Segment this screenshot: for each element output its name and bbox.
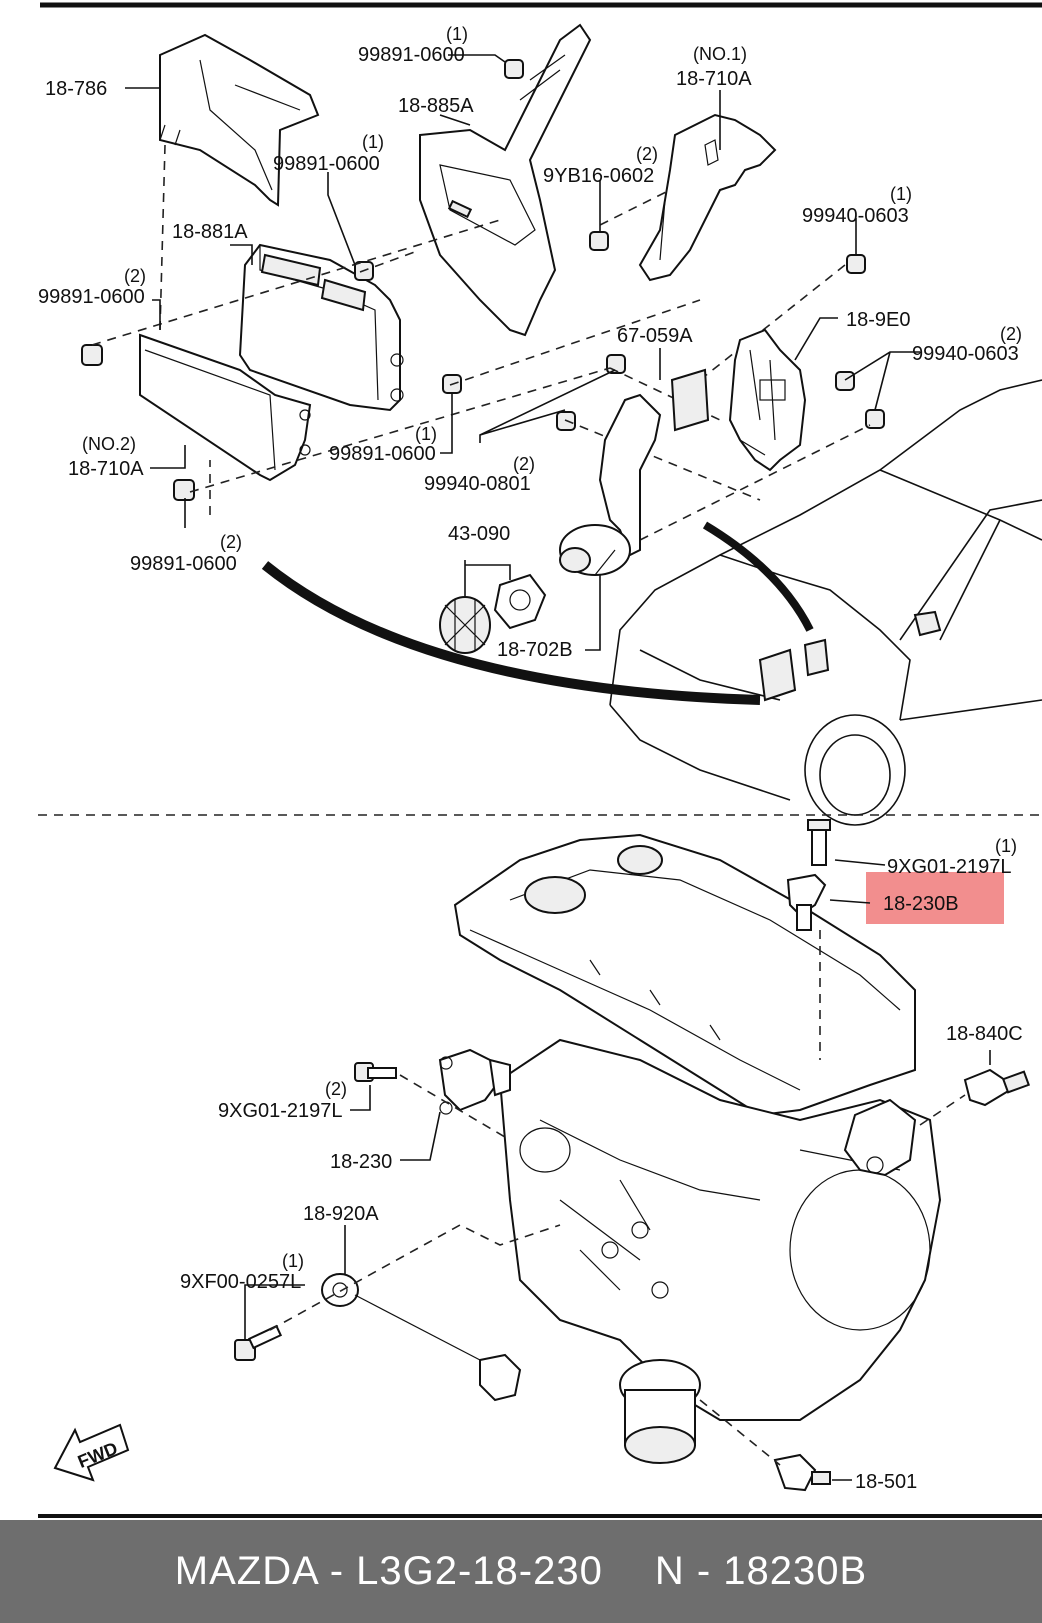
qty-no2: (NO.2) bbox=[82, 434, 136, 454]
label-99940-0603b: 99940-0603 bbox=[912, 343, 1019, 365]
part-9XF00-bolt bbox=[234, 1324, 283, 1361]
nut-99891-left bbox=[81, 344, 103, 366]
label-43-090: 43-090 bbox=[448, 523, 510, 545]
engine-block bbox=[453, 833, 942, 1464]
label-67-059A: 67-059A bbox=[617, 325, 693, 347]
qty-99891-left: (2) bbox=[124, 266, 146, 286]
label-99940-0801: 99940-0801 bbox=[424, 473, 531, 495]
footer-bar: MAZDA - L3G2-18-230 N - 18230B bbox=[0, 1520, 1042, 1623]
label-18-881A: 18-881A bbox=[172, 221, 248, 243]
label-18-710A-top: 18-710A bbox=[676, 68, 752, 90]
part-18-710A-no1-bracket bbox=[638, 113, 777, 282]
part-18-840C-sensor bbox=[963, 1068, 1031, 1107]
part-18-710A-no2-plate bbox=[139, 333, 312, 482]
footer-right-part-number: N - 18230B bbox=[654, 1549, 868, 1593]
label-18-840C: 18-840C bbox=[946, 1023, 1023, 1045]
qty-99891-mid: (1) bbox=[362, 132, 384, 152]
location-arrow-right bbox=[702, 521, 814, 632]
qty-99940-0801: (2) bbox=[513, 454, 535, 474]
part-18-230B-sensor bbox=[786, 819, 831, 931]
label-18-885A: 18-885A bbox=[398, 95, 474, 117]
label-18-702B: 18-702B bbox=[497, 639, 573, 661]
label-9YB16: 9YB16-0602 bbox=[543, 165, 654, 187]
nut-99940-0603b bbox=[835, 371, 855, 391]
label-99940-0603a: 99940-0603 bbox=[802, 205, 909, 227]
qty-9XG01-top: (1) bbox=[995, 836, 1017, 856]
part-18-230-sensor bbox=[438, 1048, 511, 1115]
label-18-786: 18-786 bbox=[45, 78, 107, 100]
label-9XG01-bot: 9XG01-2197L bbox=[218, 1100, 343, 1122]
nut-99940-0603a bbox=[846, 254, 866, 274]
part-18-786-cover bbox=[159, 33, 320, 207]
label-99891-bottom: 99891-0600 bbox=[130, 553, 237, 575]
nut-99940-0603c bbox=[865, 409, 885, 429]
label-9XG01-top: 9XG01-2197L bbox=[887, 856, 1012, 878]
part-18-9E0-relay bbox=[728, 328, 807, 472]
part-18-501-sensor bbox=[773, 1453, 831, 1492]
label-18-710A-bot: 18-710A bbox=[68, 458, 144, 480]
label-18-230B: 18-230B bbox=[883, 893, 959, 915]
qty-9YB16: (2) bbox=[636, 144, 658, 164]
location-arrow-left bbox=[261, 561, 761, 705]
part-43-090-gasket bbox=[493, 573, 547, 630]
part-67-059A-label bbox=[670, 368, 710, 432]
label-18-230: 18-230 bbox=[330, 1151, 392, 1173]
label-99891-top: 99891-0600 bbox=[358, 44, 465, 66]
label-99891-mid: 99891-0600 bbox=[273, 153, 380, 175]
qty-99891-bottom: (2) bbox=[220, 532, 242, 552]
label-99891-lower: 99891-0600 bbox=[329, 443, 436, 465]
qty-99940-0603b: (2) bbox=[1000, 324, 1022, 344]
qty-no1: (NO.1) bbox=[693, 44, 747, 64]
part-18-885A-bracket bbox=[419, 23, 592, 337]
label-18-501: 18-501 bbox=[855, 1471, 917, 1493]
qty-99940-0603a: (1) bbox=[890, 184, 912, 204]
qty-99891-lower: (1) bbox=[415, 424, 437, 444]
footer-left-part-number: MAZDA - L3G2-18-230 bbox=[174, 1549, 603, 1593]
qty-9XG01-bot: (2) bbox=[325, 1079, 347, 1099]
part-43-090-filter bbox=[439, 596, 491, 654]
part-18-881A-ecu bbox=[238, 243, 404, 412]
nut-99891-top bbox=[504, 59, 524, 79]
qty-9XF00: (1) bbox=[282, 1251, 304, 1271]
label-18-920A: 18-920A bbox=[303, 1203, 379, 1225]
label-18-9E0: 18-9E0 bbox=[846, 309, 911, 331]
fwd-arrow-icon: FWD bbox=[53, 1423, 130, 1482]
highlight-box-18-230B bbox=[866, 872, 1004, 924]
part-9XG01-bolt-lower bbox=[354, 1062, 397, 1082]
label-99891-left: 99891-0600 bbox=[38, 286, 145, 308]
label-9XF00: 9XF00-0257L bbox=[180, 1271, 301, 1293]
part-18-702B-solenoid bbox=[559, 393, 662, 576]
qty-99891-top: (1) bbox=[446, 24, 468, 44]
parts-diagram: FWD 18-786 (1) 99891-0600 18-885A (NO.1)… bbox=[38, 2, 1042, 1518]
part-18-920A-knock-sensor bbox=[321, 1273, 522, 1402]
nut-99891-bottom bbox=[173, 479, 195, 501]
nut-9YB16 bbox=[589, 231, 609, 251]
